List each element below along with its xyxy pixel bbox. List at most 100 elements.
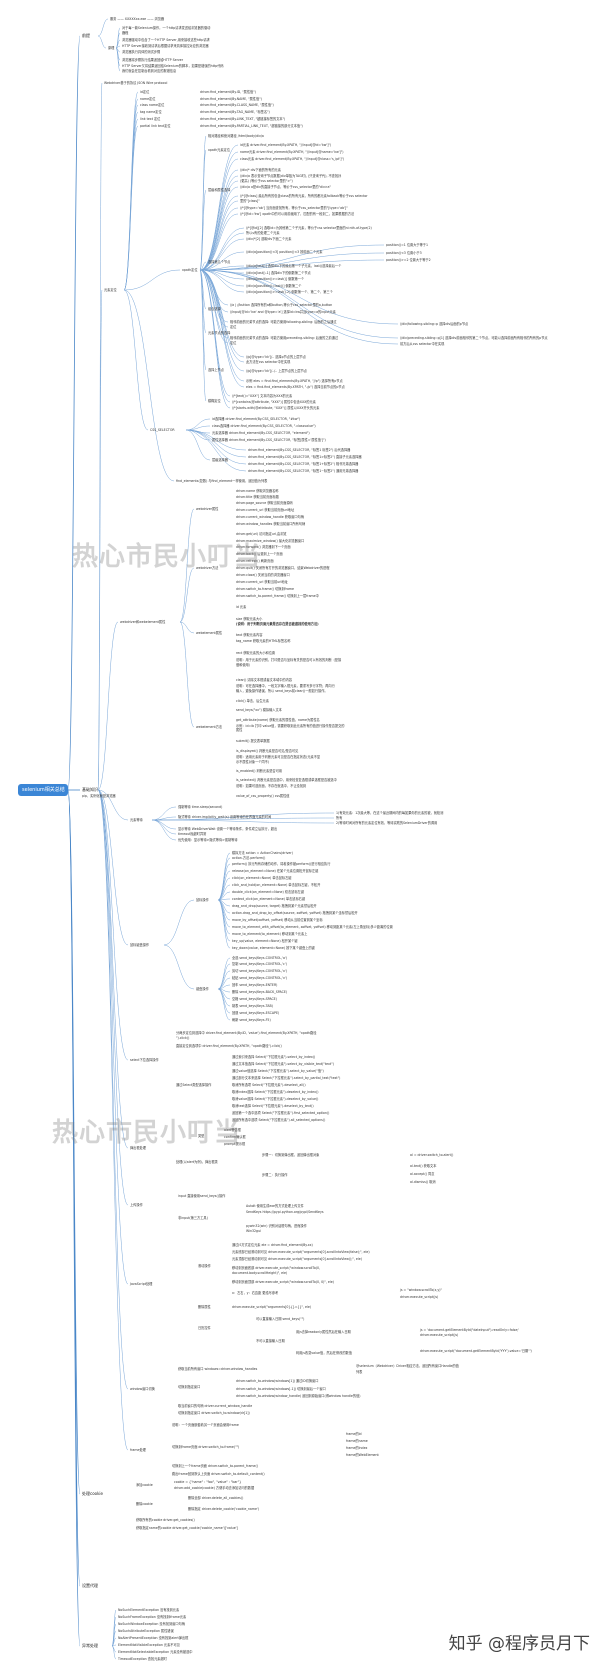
alert-item: 类型 <box>198 1133 205 1138</box>
connector-line <box>199 189 207 271</box>
webdriver-section: webdriver属性 <box>196 506 219 511</box>
xpath-item: id元素 driver.find_element(By.XPATH, "//in… <box>240 142 331 147</box>
connector-line <box>199 269 245 287</box>
connector-line <box>179 567 195 623</box>
exception-item: NoSuchAttributeException 属性错误 <box>118 1628 174 1633</box>
mouse-item: double_click(on_element=None) 双击鼠标左键 <box>232 889 305 894</box>
select-label: select下拉选择操作 <box>130 1057 159 1062</box>
javascript-item: 利用js改变value值，然后在修改的数值 <box>296 1350 353 1355</box>
alert-item: confirm确认框 <box>224 1134 246 1139</box>
connector-line <box>97 789 129 1390</box>
locator-method: tag name定位 <box>140 109 162 114</box>
locator-code: driver.find_element(By.CLASS_NAME, "属性值"… <box>200 102 274 107</box>
mouse-item: key_up(value, element=None) 松开某个键 <box>232 938 298 943</box>
javascript-item: 用js去掉readonly属性然后在输入日期 <box>296 1329 351 1334</box>
xpath-label: xpath定位 <box>182 267 198 272</box>
webdriver-item: clear() 清除文本框或者文本域中的内容 <box>236 677 293 682</box>
wait-item: 1)有效元素：1次最大等，在这个最近期间内的每如果你的元素的被，就检测 <box>336 810 443 815</box>
connector-line <box>185 418 211 431</box>
connector-line <box>123 289 175 482</box>
prereq-item: 浏览器驱动中包含了一个HTTP Server,用来接收这些http请求 <box>122 37 211 42</box>
prereq-item: 浏览器将步骤执行结果返回给HTTP Server <box>122 57 184 62</box>
frame-item: 切换到frame页面 driver.switch_to.frame("") <box>172 1444 239 1449</box>
connector-line <box>151 819 177 835</box>
xpath-item: 相邻前面的兄弟节点的选择: 可能方案用preceding-sibling: 后面… <box>230 335 339 340</box>
webdriver-item: send_keys("xx") 模拟输入文本 <box>236 707 283 712</box>
javascript-item: document.body.scrollHeight)", ele) <box>232 1271 287 1275</box>
prereq-item: 对于每一款Selenium操作，一个http请求发送给浏览器的驱动 <box>122 25 210 30</box>
window-item: 切换到指定窗口 driver.switch_to.window(dr[1]) <box>178 1410 250 1415</box>
connector-line <box>199 269 245 293</box>
javascript-item: 删除属性 <box>198 1304 212 1309</box>
connector-line <box>199 144 239 271</box>
connector-line <box>97 289 103 791</box>
cookie-item: cookie = {"name" : "foo", "value" : "bar… <box>174 1480 241 1484</box>
xpath-item: position()<3 位置小于3 <box>386 250 422 255</box>
xpath-item: 相邻前面的兄弟节点的选择: 可能方案用following-sibling: 后面… <box>230 319 337 324</box>
xpath-item: //div/a[last()-1] 选择div下的倒数第二个节点 <box>246 270 312 275</box>
upload-item: AutoIt 使用生成exe的方式处理上传文件 <box>246 1203 305 1208</box>
xpath-item: 层级和属性选择 <box>208 187 231 192</box>
exception-item: ElementNotVisibleException 元素不可见 <box>118 1642 181 1647</box>
connector-line <box>115 47 121 72</box>
webdriver-section: webelement方法 <box>196 724 222 729</box>
xpath-item: //div/a[position()>=last()-2] 倒数第一个、第二个、… <box>246 289 334 294</box>
select-item: 取消text选择 Select("下拉框元素").deselect_by_tex… <box>232 1103 314 1108</box>
webdriver-item: 属性 <box>236 727 243 732</box>
webdriver-item: driver.back() 后退到上一个页面 <box>236 551 283 556</box>
webdriver-item: is_enabled() 判断元素是否可用 <box>236 768 282 773</box>
window-item: 获取当前所有窗口 windows=driver.window_handles <box>178 1366 258 1371</box>
mouse-item: move_by_offset(xoffset, yoffset) 移动从当前位置… <box>232 917 323 922</box>
connector-line <box>151 819 177 841</box>
keyboard-item: 回车 send_keys(Keys.ENTER) <box>232 982 277 987</box>
css-selector-label: CSS_SELECTOR <box>150 428 175 432</box>
javascript-item: 移动到页面底部 driver.execute_script("window.sc… <box>232 1265 320 1270</box>
xpath-item: //div/* div下面的所有的元素 <box>240 167 282 172</box>
connector-line <box>67 35 81 791</box>
webdriver-item: get_attribute(name) 获取元素的属性值，name为属性名 <box>236 717 320 722</box>
connector-line <box>151 806 177 821</box>
select-item: 取消value选择 Select("下拉框元素").deselect_by_va… <box>232 1096 318 1101</box>
locator-code: driver.find_element(By.NAME, "属性值") <box>200 96 262 101</box>
xpath-item: 此方法在css selector中在实现 <box>246 359 291 364</box>
window-label: window窗口切换 <box>130 1386 156 1391</box>
webdriver-item: driver.maximize_window() 最大化浏览器窗口 <box>236 538 304 543</box>
locator-code: driver.find_element(By.LINK_TEXT, "超链接标签… <box>200 116 285 121</box>
connector-line <box>179 621 195 728</box>
webdriver-item: size 获取元素大小 <box>236 616 263 621</box>
webdriver-section: webdriver方法 <box>196 565 218 570</box>
javascript-label: JavaScript处理 <box>129 1281 153 1286</box>
cookie-item: 删除全部 driver.delete_all_cookies() <box>188 1495 243 1500</box>
locator-method: name定位 <box>140 96 156 101</box>
webdriver-item: submit() 提交表单数据 <box>236 738 270 743</box>
webdriver-item: driver.title 获取当前页面标题 <box>236 494 280 499</box>
locator-code: driver.find_element(By.ID, "属性值") <box>200 89 256 94</box>
webdriver-item: driver.current_url 获取当前页面url地址 <box>236 507 295 512</box>
webdriver-item: driver.close() 关闭当前的浏览器窗口 <box>236 572 290 577</box>
xpath-item: 组合选择 <box>208 306 222 311</box>
window-item: driver.switch_to.window(window_handle) 返… <box>236 1393 361 1398</box>
mouse-item: click_and_hold(on_element=None) 单击鼠标左键，不… <box>232 882 321 887</box>
mouse-item: 模拟方法 action = ActionChains(driver) <box>232 850 293 855</box>
alert-item: 步骤二：执行操作 <box>262 1172 288 1177</box>
xpath-item: 示例 eles = find.find_elements(By.XPATH, "… <box>246 378 343 383</box>
connector-line <box>179 621 195 634</box>
xpath-item: //*[@id='kw'] xpath中的可以用前缀用了，匹配的有一段到二，如果… <box>240 211 354 216</box>
connector-line <box>199 269 245 363</box>
connector-line <box>199 269 229 344</box>
javascript-item: 移动到页面顶部 driver.execute_script("window.sc… <box>232 1279 334 1284</box>
webdriver-item: is_selected() 判断元素是否选中，用来检查复选框或单选框是否被选中 <box>236 777 337 782</box>
xpath-item: (更高) (等价于css selector里的">") <box>240 178 293 183</box>
javascript-item: driver.execute_script(js) <box>400 1295 438 1299</box>
select-item: 通过value值选择 Select("下拉框元素").select_by_val… <box>232 1068 324 1073</box>
xpath-item: //div/a[last()] 选择div下的最后第一个子元素，last()选择… <box>246 263 342 268</box>
frame-item: frame的WebElement <box>346 1452 380 1457</box>
locator-method: id定位 <box>140 89 150 94</box>
connector-line <box>115 27 121 49</box>
xpath-item: //div/following-sibling::p 选择div后面的p节点 <box>400 321 469 326</box>
mouse-item: click(on_element=None) 单击鼠标左键 <box>232 875 292 880</box>
javascript-item: 不可以直接输入日期 <box>256 1338 285 1343</box>
connector-line <box>217 863 231 901</box>
connector-line <box>199 213 239 271</box>
webdriver-item: value_of_css_property() css属性值 <box>236 793 290 798</box>
